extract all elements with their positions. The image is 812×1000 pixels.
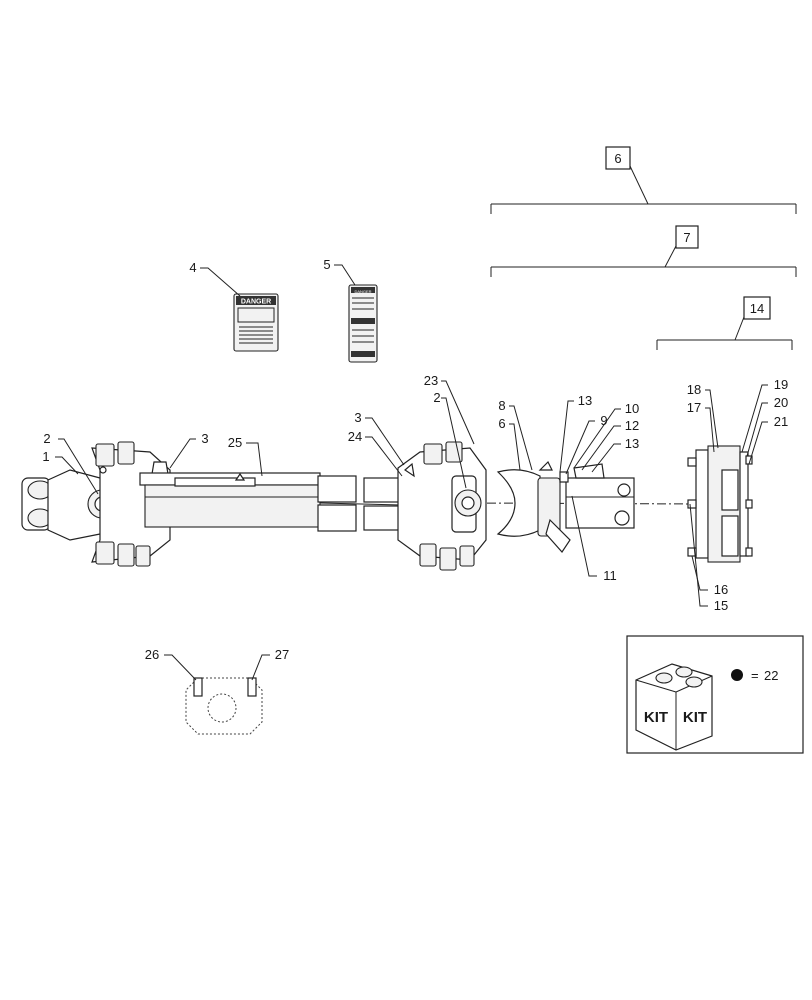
callout-9: 9	[600, 413, 607, 428]
callout-2a: 2	[43, 431, 50, 446]
callout-1: 1	[42, 449, 49, 464]
callout-2b: 2	[433, 390, 440, 405]
danger-decal-4: DANGER	[233, 293, 279, 352]
kit-label-left: KIT	[644, 709, 668, 726]
decal-4-danger-text: DANGER	[241, 299, 271, 306]
bracket-group-7: 7	[490, 225, 797, 277]
decal-5-danger-text: DANGER	[354, 289, 371, 294]
callout-4: 4	[189, 260, 196, 275]
clutch-yoke-assembly	[496, 460, 635, 553]
callout-20: 20	[774, 395, 788, 410]
callout-11: 11	[603, 568, 617, 583]
callout-3a: 3	[201, 431, 208, 446]
callout-26: 26	[145, 647, 159, 662]
telescoping-tubes	[317, 475, 405, 532]
friction-clutch-pack	[687, 445, 753, 563]
callout-8: 8	[498, 398, 505, 413]
bracket-group-6: 6	[490, 146, 797, 214]
callout-13b: 13	[625, 436, 639, 451]
right-yoke-assembly	[397, 441, 487, 571]
callout-labels: 2 1 3 25 3 24 23 2 8 6 13 9 10 12 13 11 …	[42, 257, 788, 662]
danger-decal-5: DANGER	[348, 284, 378, 363]
callout-12: 12	[625, 418, 639, 433]
callout-24: 24	[348, 429, 362, 444]
callout-7: 7	[683, 230, 690, 245]
callout-27: 27	[275, 647, 289, 662]
left-yoke-assembly	[21, 441, 321, 567]
callout-14: 14	[750, 301, 764, 316]
callout-box-7	[675, 225, 699, 249]
leader-lines	[55, 264, 768, 681]
callout-15: 15	[714, 598, 728, 613]
legend-equals: =	[751, 668, 759, 683]
callout-box-6	[605, 146, 631, 170]
callout-25: 25	[228, 435, 242, 450]
callout-10: 10	[625, 401, 639, 416]
callout-5: 5	[323, 257, 330, 272]
kit-legend-box: KIT KIT = 22	[626, 635, 804, 754]
callout-3b: 3	[354, 410, 361, 425]
callout-23: 23	[424, 373, 438, 388]
callout-16: 16	[714, 582, 728, 597]
callout-6b: 6	[498, 416, 505, 431]
legend-dot-icon	[731, 669, 743, 681]
callout-13a: 13	[578, 393, 592, 408]
callout-6a: 6	[614, 151, 621, 166]
callout-18: 18	[687, 382, 701, 397]
bracket-group-14: 14	[656, 296, 793, 350]
kit-label-right: KIT	[683, 709, 707, 726]
callout-17: 17	[687, 400, 701, 415]
callout-19: 19	[774, 377, 788, 392]
callout-22: 22	[764, 668, 778, 683]
callout-21: 21	[774, 414, 788, 429]
callout-box-14	[743, 296, 771, 320]
bearing-housing-26	[185, 677, 263, 735]
